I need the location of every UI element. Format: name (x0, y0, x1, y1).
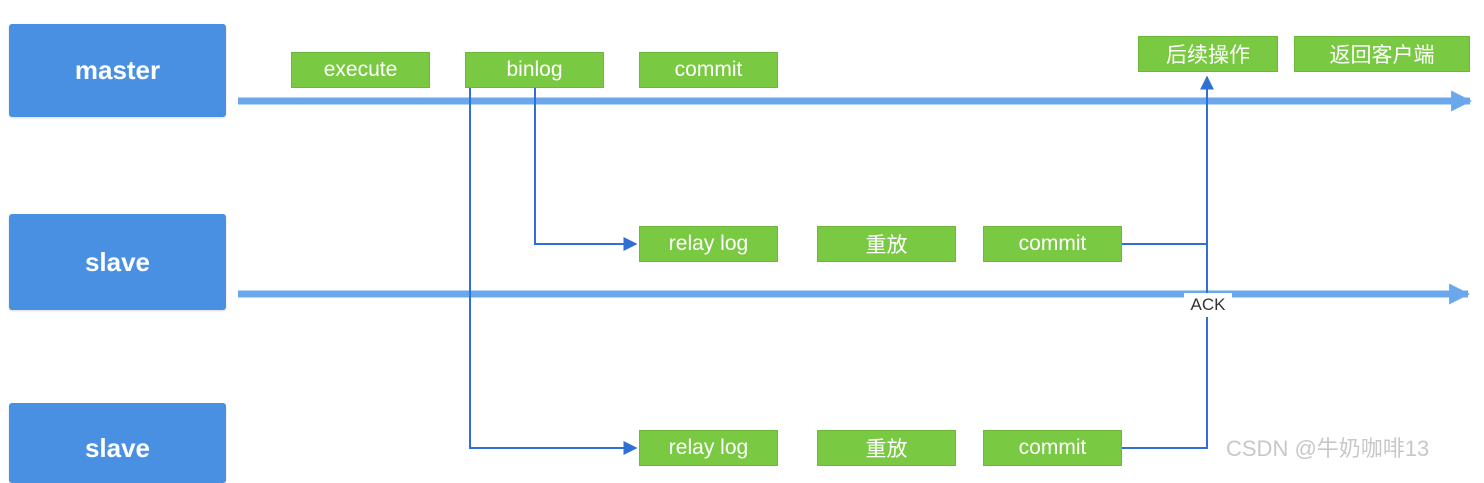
master-return-client-step: 返回客户端 (1294, 36, 1470, 72)
slave-1-node: slave (9, 214, 226, 310)
binlog-to-slave-1-relay-log-connector (534, 88, 638, 251)
connector-layer (238, 75, 1473, 455)
master-node: master (9, 24, 226, 117)
master-binlog-step: binlog (465, 52, 604, 88)
binlog-to-slave-2-relay-log-connector (469, 88, 638, 455)
master-execute-step: execute (291, 52, 430, 88)
slave-2-node: slave (9, 403, 226, 483)
ack-label: ACK (1184, 293, 1232, 317)
slave-1-commit-step: commit (983, 226, 1122, 262)
master-followup-step: 后续操作 (1138, 36, 1278, 72)
slave-1-replay-step: 重放 (817, 226, 956, 262)
slave-2-commit-step: commit (983, 430, 1122, 466)
master-commit-step: commit (639, 52, 778, 88)
csdn-watermark: CSDN @牛奶咖啡13 (1226, 436, 1430, 461)
slave-2-relay-log-step: relay log (639, 430, 778, 466)
slave-2-commit-ack-connector (1122, 244, 1208, 449)
slave-2-replay-step: 重放 (817, 430, 956, 466)
slave-1-relay-log-step: relay log (639, 226, 778, 262)
